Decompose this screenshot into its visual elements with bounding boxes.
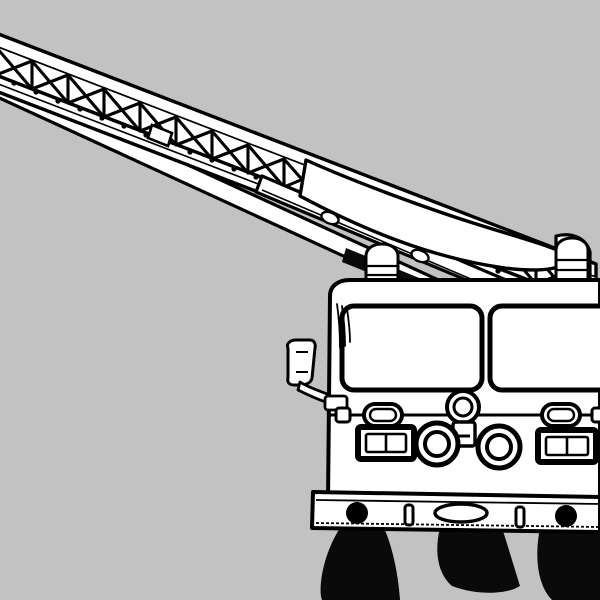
marker-light-left: [362, 402, 404, 428]
beacon-light-left: [364, 242, 400, 288]
headlight-right: [475, 423, 523, 471]
wheel-center: [437, 528, 520, 593]
turn-signal-left: [355, 424, 417, 462]
side-marker-tab-left: [334, 406, 352, 424]
windshield-left: [339, 303, 485, 393]
bumper-tow-hole-right: [555, 505, 577, 527]
headlight-left: [413, 420, 461, 468]
ladder-section-joint: [146, 123, 174, 148]
wheel-right: [537, 528, 600, 600]
side-mirror: [286, 338, 349, 412]
turn-signal-right: [535, 427, 599, 465]
front-bumper: [310, 490, 600, 534]
side-marker-tab-right: [590, 406, 600, 424]
marker-light-right: [540, 402, 582, 428]
cab-highlight-streaks: [336, 303, 351, 349]
windshield-right: [487, 303, 600, 393]
truck-cab: [286, 236, 600, 504]
bumper-slot-right: [514, 505, 526, 529]
bumper-tow-hole-left: [346, 502, 368, 524]
beacon-light-right: [554, 236, 590, 284]
wheels: [320, 528, 600, 600]
bumper-slot-left: [403, 503, 415, 527]
bumper-center-oval: [433, 502, 489, 524]
wheel-left: [320, 528, 400, 600]
